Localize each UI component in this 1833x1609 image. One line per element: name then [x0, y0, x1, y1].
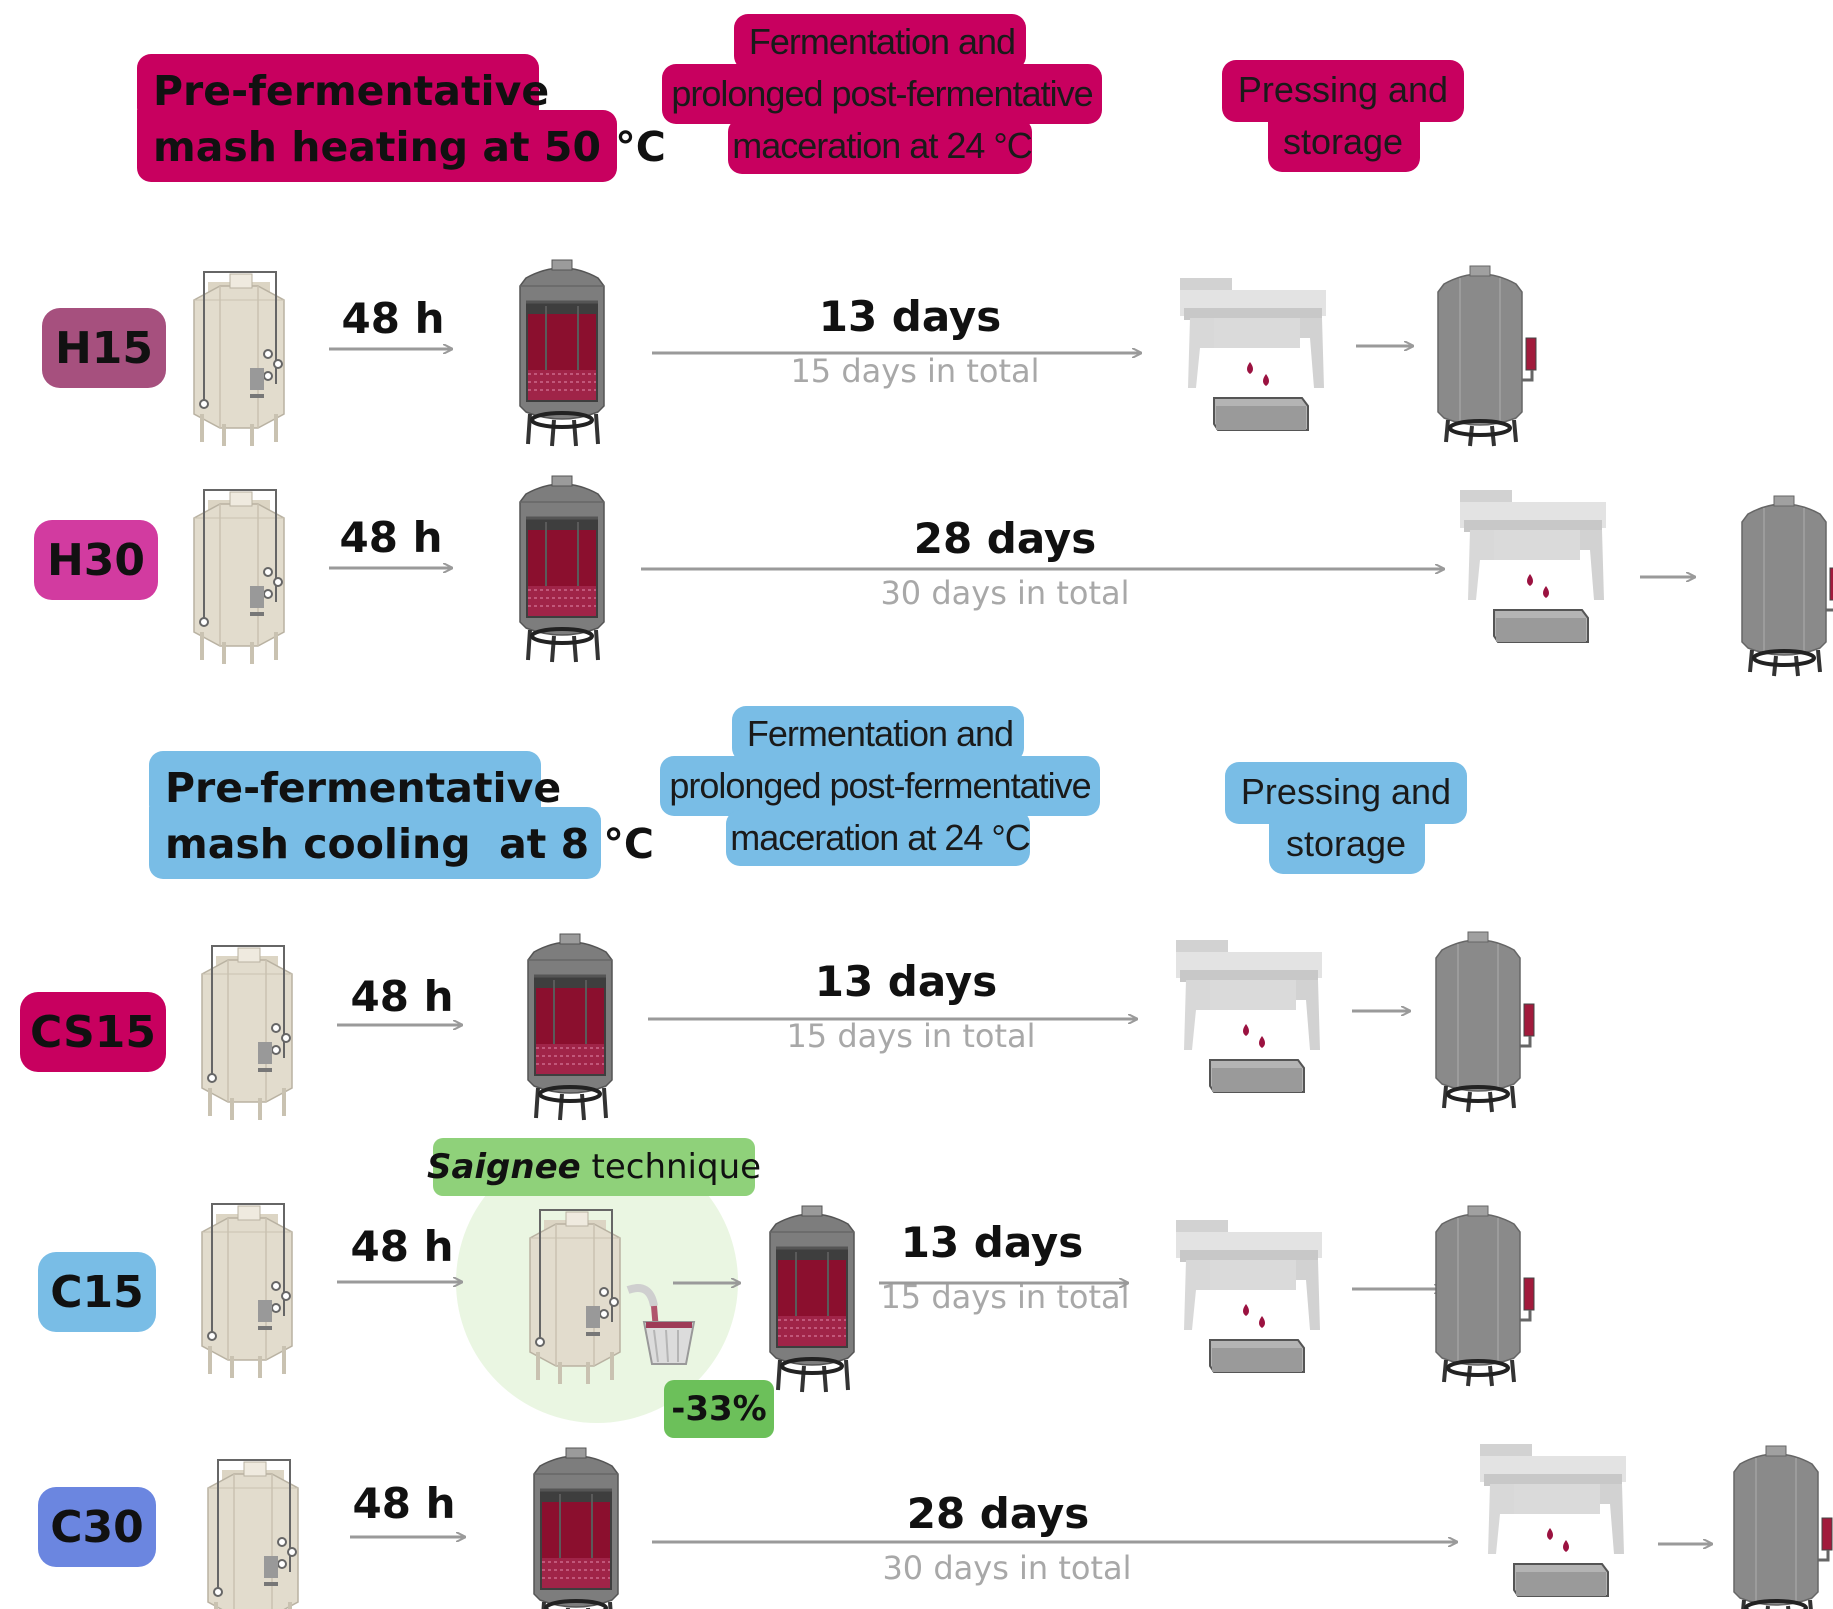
cs15-days: 13 days — [814, 957, 998, 1006]
h30-beige-tank — [192, 488, 286, 666]
cooling-stage2-header: Fermentation and prolonged post-fermenta… — [660, 706, 1100, 872]
row-tag-c15: C15 — [38, 1252, 156, 1332]
c15-press — [1175, 1219, 1323, 1373]
cooling-stage3-line1: Pressing and — [1240, 771, 1452, 812]
row-tag-cs15: CS15 — [20, 992, 166, 1072]
c30-total: 30 days in total — [882, 1549, 1132, 1587]
row-tag-h15: H15 — [42, 308, 166, 388]
c30-days: 28 days — [906, 1489, 1090, 1538]
cs15-storage-tank — [1434, 930, 1536, 1114]
h15-pre-time: 48 h — [341, 294, 445, 343]
h15-days: 13 days — [818, 292, 1002, 341]
c15-ferment-tank — [768, 1204, 856, 1394]
heating-stage1-line1: Pre-fermentative — [153, 67, 550, 115]
h30-press — [1459, 489, 1607, 643]
c15-beige-tank — [200, 1202, 294, 1380]
h15-beige-tank — [192, 270, 286, 448]
heating-stage3-line2: storage — [1282, 121, 1404, 162]
c30-pre-time: 48 h — [352, 1479, 456, 1528]
h30-ferment-tank — [518, 474, 606, 664]
cs15-ferment-tank — [526, 932, 614, 1122]
h15-storage-tank — [1436, 264, 1538, 448]
c30-storage-tank — [1732, 1444, 1833, 1609]
heating-stage3-header: Pressing and storage — [1222, 60, 1464, 176]
heating-stage2-header: Fermentation and prolonged post-fermenta… — [662, 14, 1102, 180]
cs15-pre-time: 48 h — [350, 972, 454, 1021]
h15-ferment-tank — [518, 258, 606, 448]
cooling-stage2-line2: prolonged post-fermentative — [669, 765, 1091, 806]
c30-press — [1479, 1443, 1627, 1597]
cs15-beige-tank — [200, 944, 294, 1122]
h30-storage-tank — [1740, 494, 1833, 678]
h30-pre-time: 48 h — [339, 513, 443, 562]
h30-days: 28 days — [913, 514, 1097, 563]
cs15-press — [1175, 939, 1323, 1093]
row-tag-h30: H30 — [34, 520, 158, 600]
saignee-italic: Saignee — [426, 1147, 581, 1187]
cooling-stage3-line2: storage — [1285, 823, 1407, 864]
heating-stage3-line1: Pressing and — [1237, 69, 1449, 110]
heating-stage2-line1: Fermentation and — [748, 21, 1016, 62]
cooling-stage2-line1: Fermentation and — [746, 713, 1014, 754]
c15-saignee-tank — [528, 1208, 622, 1386]
saignee-reduction: -33% — [671, 1389, 767, 1429]
saignee-label: Saignee technique — [427, 1138, 761, 1196]
heating-stage1-header: Pre-fermentative mash heating at 50 °C — [137, 54, 666, 182]
cooling-stage3-header: Pressing and storage — [1225, 762, 1467, 878]
saignee-rest: technique — [580, 1147, 762, 1187]
h15-press — [1179, 277, 1327, 431]
heating-stage2-line2: prolonged post-fermentative — [671, 73, 1093, 114]
h15-total: 15 days in total — [790, 352, 1040, 390]
saignee-bucket-icon — [626, 1284, 696, 1365]
heating-stage1-line2: mash heating at 50 °C — [153, 123, 666, 171]
c15-storage-tank — [1434, 1204, 1536, 1388]
cs15-total: 15 days in total — [786, 1017, 1036, 1055]
row-tag-c30: C30 — [38, 1487, 156, 1567]
h30-total: 30 days in total — [880, 574, 1130, 612]
cooling-stage1-line2: mash cooling at 8 °C — [165, 820, 655, 868]
c30-beige-tank — [206, 1458, 300, 1609]
cooling-stage2-line3: maceration at 24 °C — [730, 817, 1031, 858]
saignee-reduction-badge: -33% — [664, 1380, 774, 1438]
c15-days: 13 days — [900, 1218, 1084, 1267]
c15-pre-time: 48 h — [350, 1222, 454, 1271]
c30-ferment-tank — [532, 1446, 620, 1609]
cooling-stage1-line1: Pre-fermentative — [165, 764, 562, 812]
cooling-stage1-header: Pre-fermentative mash cooling at 8 °C — [149, 751, 654, 879]
heating-stage2-line3: maceration at 24 °C — [732, 125, 1033, 166]
